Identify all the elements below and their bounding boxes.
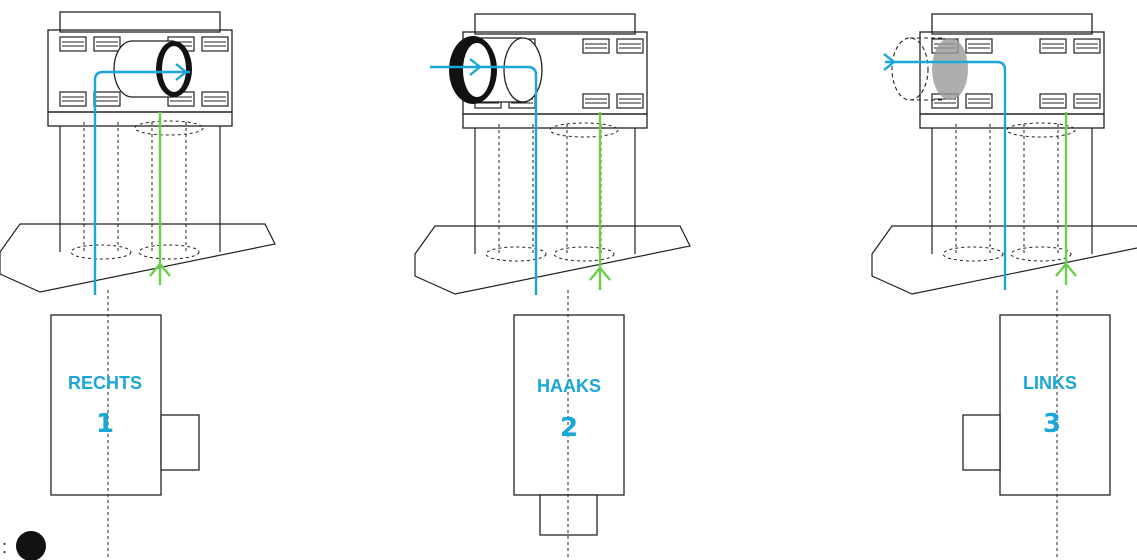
flue-arrow-2	[469, 58, 482, 76]
flue-path-3	[885, 60, 1007, 290]
appliance-outlet-1	[160, 414, 200, 471]
appliance-outlet-3	[962, 414, 1001, 471]
appliance-body-2	[513, 314, 625, 496]
panel-label-2: HAAKS	[537, 376, 601, 396]
top-connector-1	[113, 40, 192, 98]
appliance-body-3	[999, 314, 1111, 496]
panel-1: RECHTS 1	[0, 12, 275, 560]
flue-path-2	[430, 65, 538, 295]
top-connector-2	[449, 36, 543, 104]
flue-arrow-3	[883, 53, 896, 71]
panel-number-3: 3	[1043, 409, 1061, 439]
air-arrow-1	[149, 262, 171, 277]
flue-path-1	[93, 70, 190, 295]
top-connector-3	[891, 37, 968, 101]
air-arrow-2	[589, 266, 611, 281]
legend-dot-icon	[16, 531, 46, 560]
air-arrow-3	[1055, 262, 1077, 277]
panel-number-1: 1	[96, 409, 114, 439]
flue-arrow-1	[175, 63, 188, 81]
panel-number-2: 2	[560, 413, 578, 443]
panel-label-3: LINKS	[1023, 373, 1077, 393]
panel-2: HAAKS 2	[415, 14, 690, 560]
legend: :	[2, 531, 46, 560]
panel-3: LINKS 3	[872, 14, 1137, 560]
legend-colon: :	[2, 537, 7, 557]
appliance-body-1	[50, 314, 162, 496]
panel-label-1: RECHTS	[68, 373, 142, 393]
